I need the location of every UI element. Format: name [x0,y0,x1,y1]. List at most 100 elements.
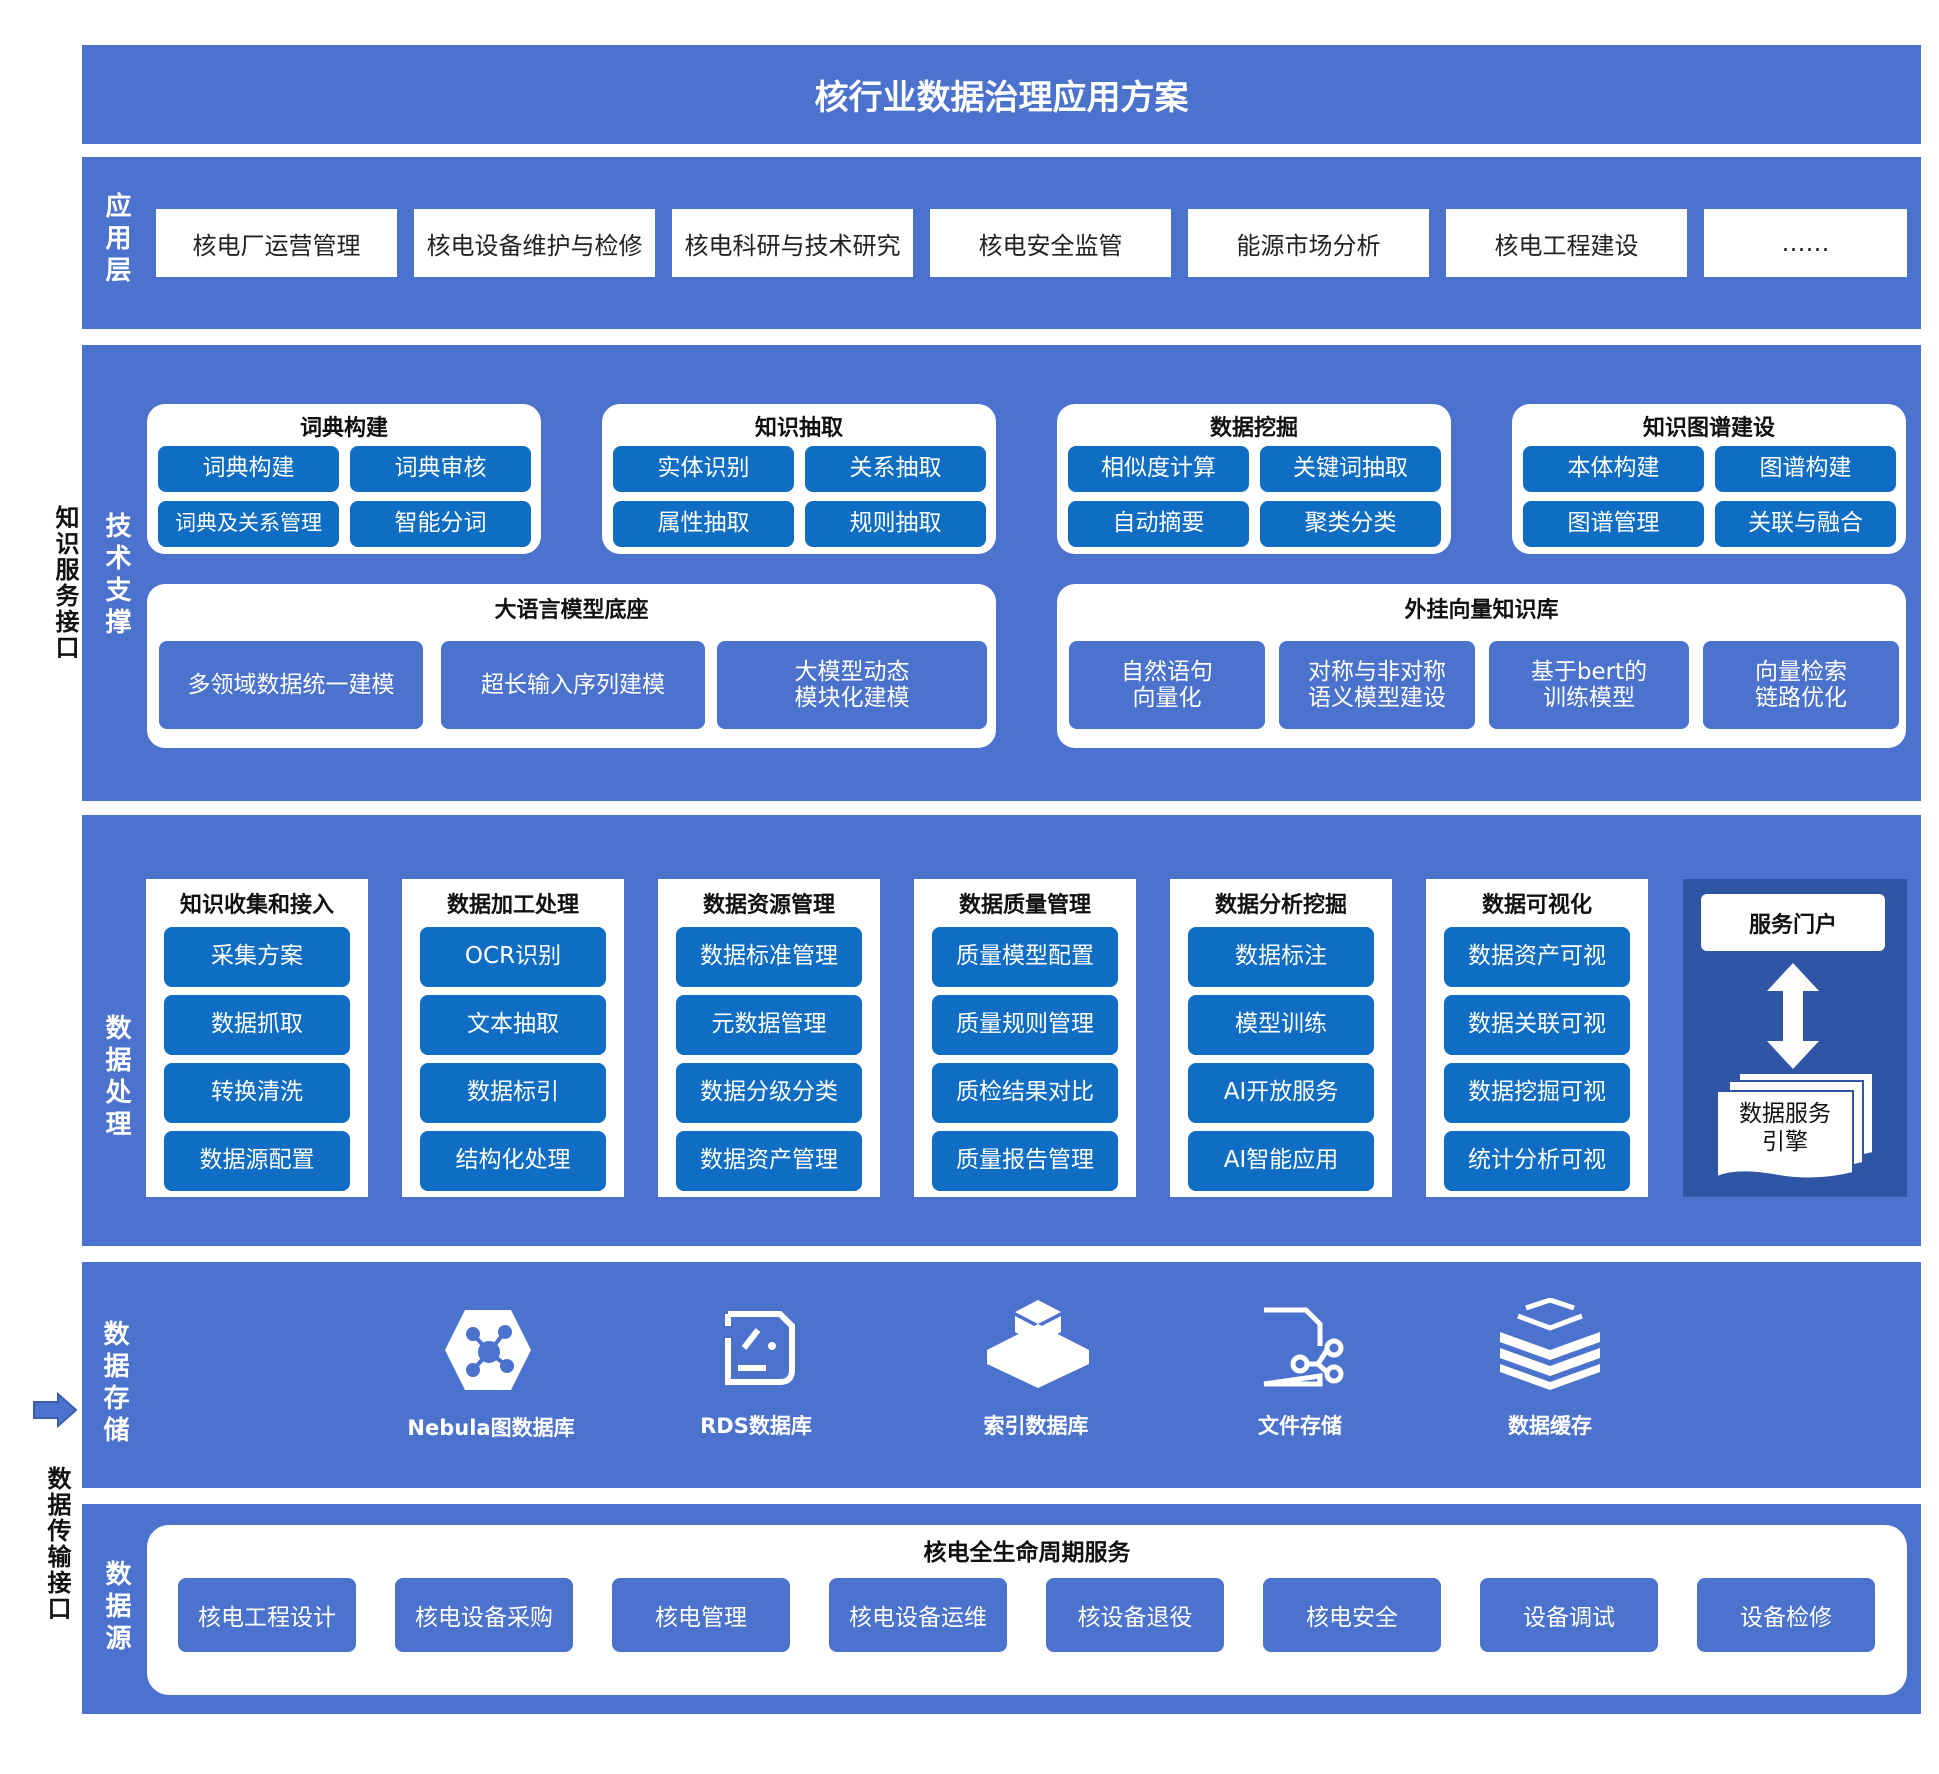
tech-item[interactable]: 自动摘要 [1068,501,1249,547]
data-transfer-label: 数据传输接口 [43,1466,71,1622]
tech-item[interactable]: 关联与融合 [1715,501,1896,547]
process-col-resource-management: 数据资源管理 数据标准管理 元数据管理 数据分级分类 数据资产管理 [658,879,880,1197]
vector-item[interactable]: 对称与非对称 语义模型建设 [1279,641,1475,729]
service-portal-box[interactable]: 服务门户 [1701,894,1885,951]
page-title: 核行业数据治理应用方案 [814,78,1189,118]
process-item[interactable]: 质量模型配置 [932,927,1118,987]
process-col-data-processing: 数据加工处理 OCR识别 文本抽取 数据标引 结构化处理 [402,879,624,1197]
source-layer-label: 数据源 [101,1560,131,1656]
tech-item[interactable]: 图谱构建 [1715,446,1896,492]
process-item[interactable]: 采集方案 [164,927,350,987]
tech-item[interactable]: 词典审核 [350,446,531,492]
cache-icon [1500,1298,1600,1390]
arrow-right-icon [33,1392,78,1428]
process-item[interactable]: 统计分析可视 [1444,1131,1630,1191]
document-stack-icon [1716,1072,1874,1180]
col-title: 数据分析挖掘 [1214,893,1347,918]
col-title: 知识收集和接入 [179,893,334,918]
process-item[interactable]: 数据挖掘可视 [1444,1063,1630,1123]
process-item[interactable]: 数据资产可视 [1444,927,1630,987]
graph-db-icon [445,1310,531,1390]
col-title: 数据质量管理 [958,893,1091,918]
process-item[interactable]: 数据标注 [1188,927,1374,987]
llm-item[interactable]: 大模型动态 模块化建模 [717,641,987,729]
tech-item[interactable]: 属性抽取 [613,501,794,547]
card-title: 大语言模型底座 [494,598,649,623]
process-item[interactable]: AI开放服务 [1188,1063,1374,1123]
card-title: 数据挖掘 [1209,416,1298,441]
service-portal-label: 服务门户 [1748,912,1837,938]
app-item[interactable]: 能源市场分析 [1188,209,1429,277]
llm-item[interactable]: 多领域数据统一建模 [159,641,423,729]
process-item[interactable]: 元数据管理 [676,995,862,1055]
source-item[interactable]: 核设备退役 [1046,1578,1224,1652]
tech-item[interactable]: 关键词抽取 [1260,446,1441,492]
vector-item[interactable]: 自然语句 向量化 [1069,641,1265,729]
vector-kb-card: 外挂向量知识库 自然语句 向量化 对称与非对称 语义模型建设 基于bert的 训… [1057,584,1906,748]
double-arrow-icon [1767,963,1819,1069]
app-item[interactable]: 核电厂运营管理 [156,209,397,277]
process-item[interactable]: 质量规则管理 [932,995,1118,1055]
process-item[interactable]: 数据标引 [420,1063,606,1123]
process-item[interactable]: 数据关联可视 [1444,995,1630,1055]
storage-layer [82,1262,1921,1488]
source-item[interactable]: 设备调试 [1480,1578,1658,1652]
source-item[interactable]: 核电管理 [612,1578,790,1652]
source-item[interactable]: 核电安全 [1263,1578,1441,1652]
source-item[interactable]: 核电工程设计 [178,1578,356,1652]
process-item[interactable]: OCR识别 [420,927,606,987]
storage-layer-label: 数据存储 [99,1320,129,1448]
card-title: 知识图谱建设 [1642,416,1775,441]
process-item[interactable]: AI智能应用 [1188,1131,1374,1191]
tech-item[interactable]: 智能分词 [350,501,531,547]
process-layer-label: 数据处理 [101,1014,131,1142]
index-db-icon [987,1300,1089,1388]
process-item[interactable]: 质检结果对比 [932,1063,1118,1123]
process-item[interactable]: 质量报告管理 [932,1131,1118,1191]
tech-item[interactable]: 图谱管理 [1523,501,1704,547]
process-col-quality-management: 数据质量管理 质量模型配置 质量规则管理 质检结果对比 质量报告管理 [914,879,1136,1197]
storage-label: 数据缓存 [1508,1414,1592,1438]
vector-item[interactable]: 基于bert的 训练模型 [1489,641,1689,729]
process-item[interactable]: 转换清洗 [164,1063,350,1123]
storage-label: 索引数据库 [983,1414,1089,1438]
process-item[interactable]: 数据标准管理 [676,927,862,987]
process-col-visualization: 数据可视化 数据资产可视 数据关联可视 数据挖掘可视 统计分析可视 [1426,879,1648,1197]
source-item[interactable]: 核电设备运维 [829,1578,1007,1652]
storage-label: Nebula图数据库 [407,1416,575,1440]
app-item[interactable]: 核电设备维护与检修 [414,209,655,277]
tech-item[interactable]: 聚类分类 [1260,501,1441,547]
tech-item[interactable]: 规则抽取 [805,501,986,547]
process-item[interactable]: 模型训练 [1188,995,1374,1055]
process-item[interactable]: 文本抽取 [420,995,606,1055]
llm-item[interactable]: 超长输入序列建模 [441,641,705,729]
vector-item[interactable]: 向量检索 链路优化 [1703,641,1899,729]
storage-label: 文件存储 [1258,1414,1342,1438]
process-item[interactable]: 结构化处理 [420,1131,606,1191]
app-item[interactable]: 核电工程建设 [1446,209,1687,277]
tech-item[interactable]: 词典构建 [158,446,339,492]
tech-item[interactable]: 本体构建 [1523,446,1704,492]
source-item[interactable]: 设备检修 [1697,1578,1875,1652]
tech-item[interactable]: 词典及关系管理 [158,501,339,547]
process-item[interactable]: 数据抓取 [164,995,350,1055]
app-item-more[interactable]: …… [1704,209,1907,277]
app-item[interactable]: 核电安全监管 [930,209,1171,277]
source-item[interactable]: 核电设备采购 [395,1578,573,1652]
process-col-knowledge-collection: 知识收集和接入 采集方案 数据抓取 转换清洗 数据源配置 [146,879,368,1197]
app-item[interactable]: 核电科研与技术研究 [672,209,913,277]
process-item[interactable]: 数据源配置 [164,1131,350,1191]
app-layer-label: 应用层 [101,192,131,288]
file-storage-icon [1263,1307,1344,1387]
process-item[interactable]: 数据资产管理 [676,1131,862,1191]
title-band: 核行业数据治理应用方案 [82,45,1921,144]
card-title: 词典构建 [299,416,388,441]
process-item[interactable]: 数据分级分类 [676,1063,862,1123]
tech-card-dictionary: 词典构建 词典构建 词典审核 词典及关系管理 智能分词 [147,404,541,554]
tech-item[interactable]: 相似度计算 [1068,446,1249,492]
tech-layer-label: 技术支撑 [101,512,131,640]
card-title: 知识抽取 [754,416,843,441]
tech-item[interactable]: 实体识别 [613,446,794,492]
tech-card-knowledge-graph: 知识图谱建设 本体构建 图谱构建 图谱管理 关联与融合 [1512,404,1906,554]
tech-item[interactable]: 关系抽取 [805,446,986,492]
